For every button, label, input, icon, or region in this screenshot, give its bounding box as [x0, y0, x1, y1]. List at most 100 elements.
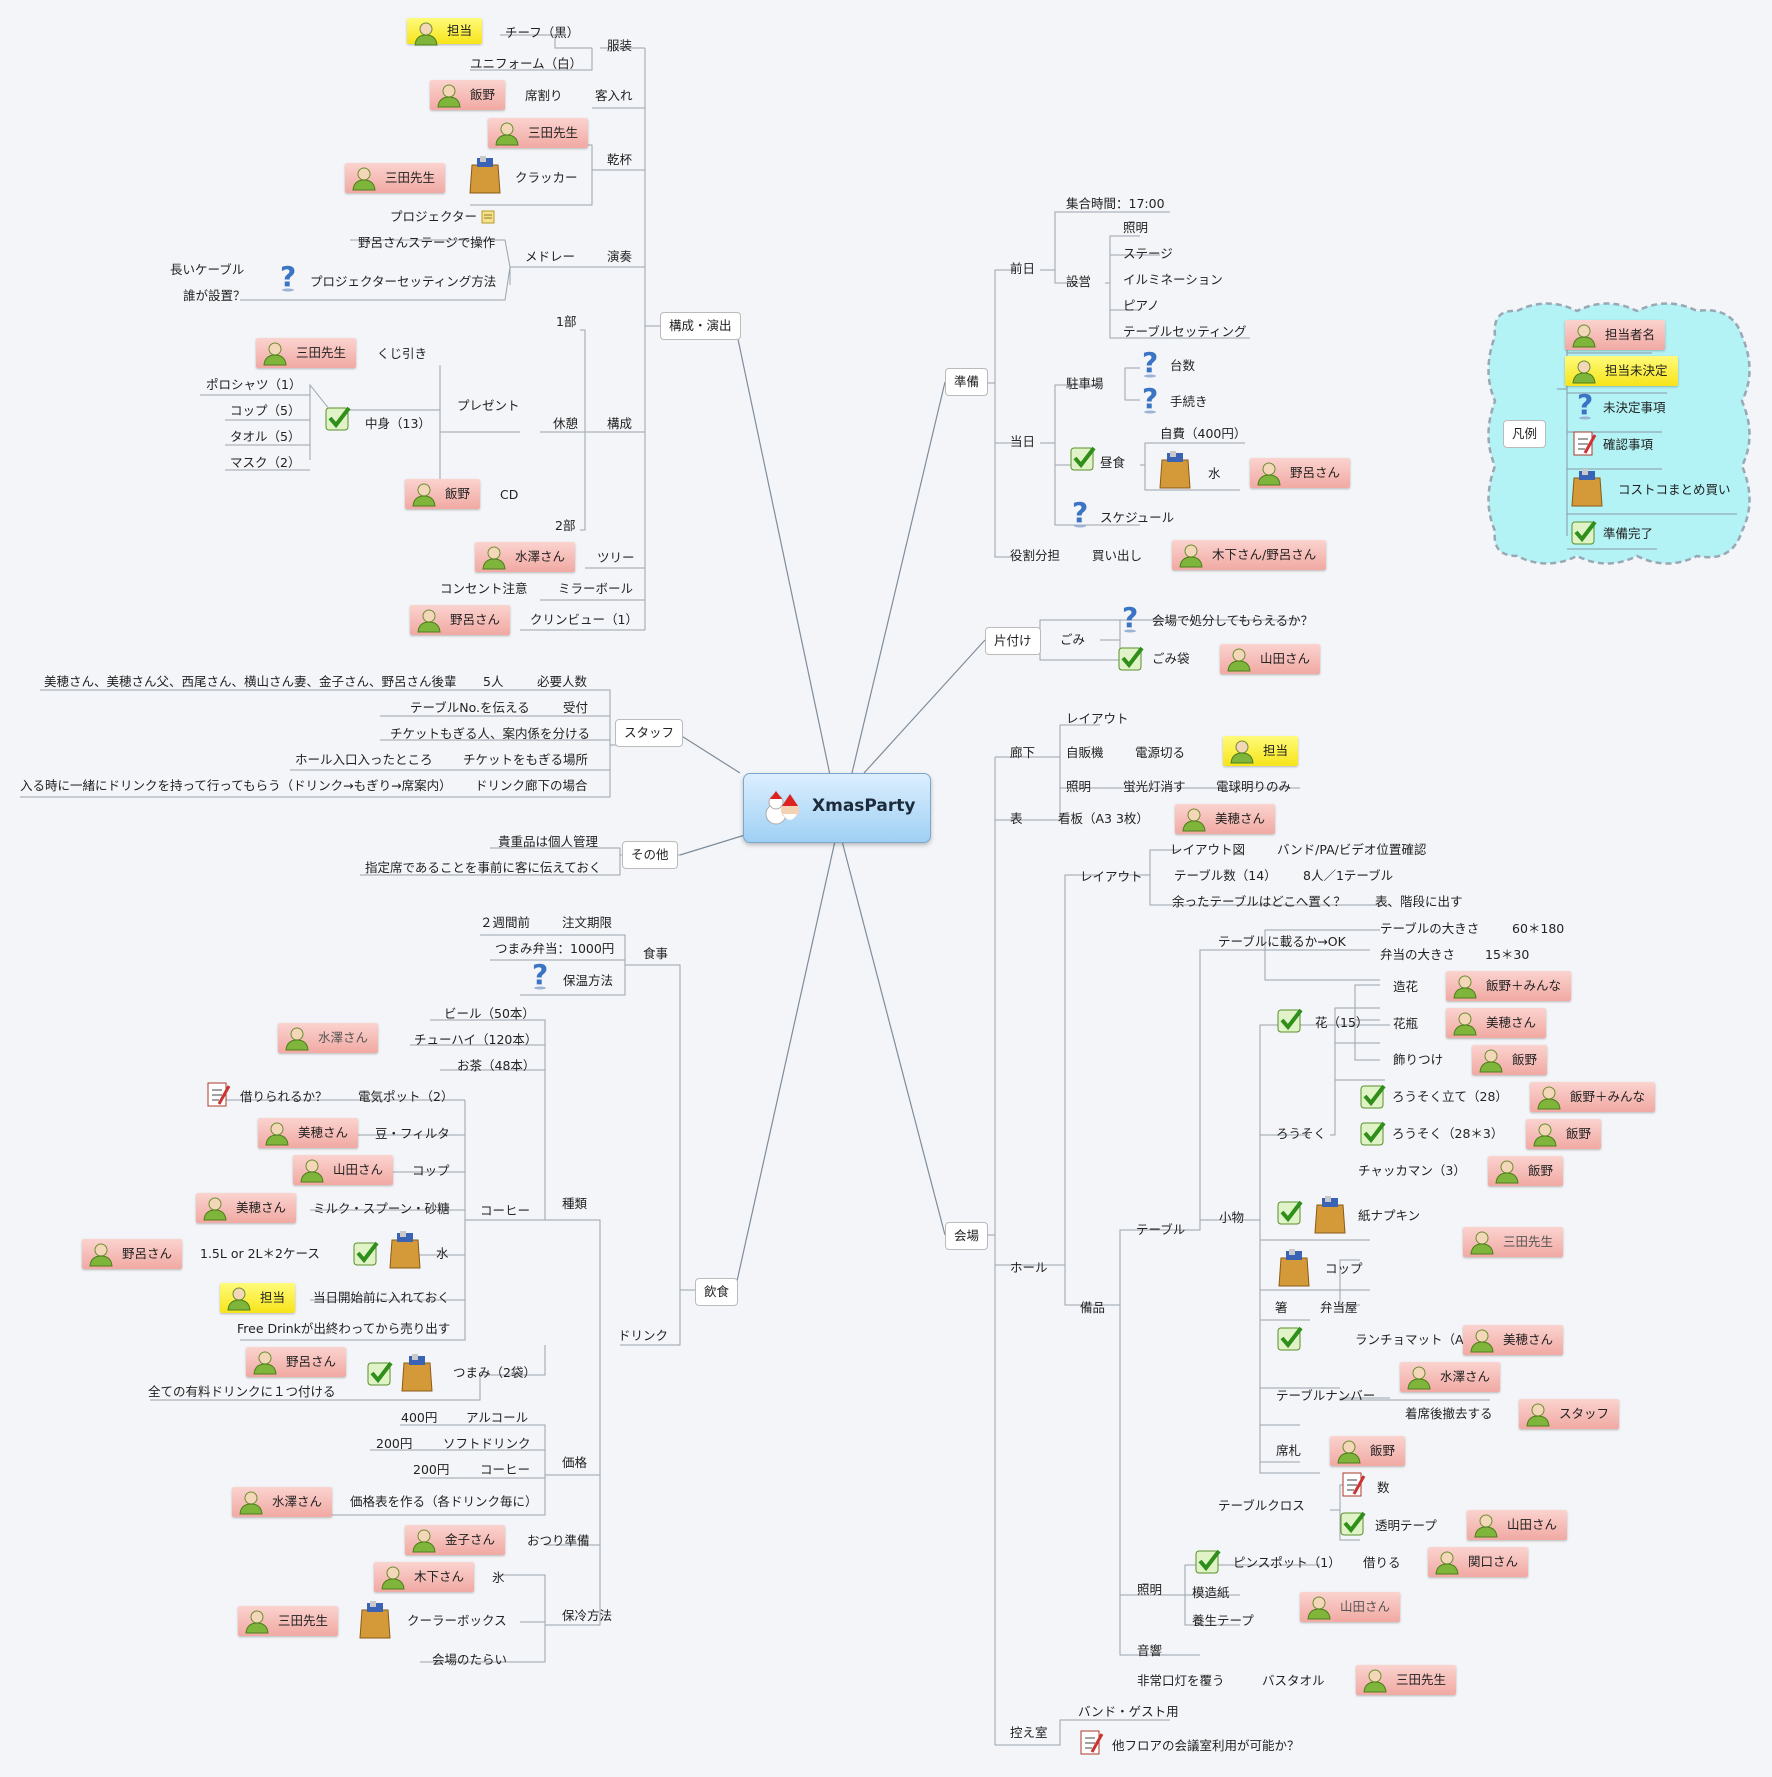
topic-napkins[interactable]: 紙ナプキン — [1358, 1208, 1421, 1223]
assignee-noro[interactable]: 野呂さん — [410, 605, 511, 635]
topic-part2[interactable]: 2部 — [555, 518, 576, 533]
topic-electric-pot[interactable]: 電気ポット（2） — [358, 1089, 454, 1104]
topic-clothing[interactable]: 服装 — [607, 38, 633, 53]
topic-hallway[interactable]: 廊下 — [1010, 745, 1036, 760]
assignee-mizusawa[interactable]: 水澤さん — [475, 542, 576, 572]
topic-performance[interactable]: 演奏 — [607, 249, 633, 264]
topic-reserved-seat-notice[interactable]: 指定席であることを事前に客に伝えておく — [365, 860, 602, 875]
topic-shopping[interactable]: 買い出し — [1092, 548, 1143, 563]
topic-parking-count[interactable]: 台数 — [1170, 358, 1196, 373]
topic-mask[interactable]: マスク（2） — [230, 455, 301, 470]
assignee-miho[interactable]: 美穂さん — [258, 1118, 359, 1148]
topic-cups-venue[interactable]: コップ — [1325, 1261, 1363, 1276]
assignee-miho[interactable]: 美穂さん — [1446, 1008, 1547, 1038]
topic-stage[interactable]: ステージ — [1123, 246, 1173, 261]
topic-warming[interactable]: 保温方法 — [563, 973, 614, 988]
assignee-iino[interactable]: 飯野 — [405, 479, 481, 509]
assignee-mita[interactable]: 三田先生 — [256, 338, 357, 368]
topic-cover-exit-light[interactable]: 非常口灯を覆う — [1137, 1673, 1225, 1688]
topic-hall[interactable]: ホール — [1010, 1260, 1048, 1275]
topic-part1[interactable]: 1部 — [556, 314, 577, 329]
topic-clearview[interactable]: クリンビュー（1） — [530, 612, 638, 627]
assignee-yamada[interactable]: 山田さん — [293, 1155, 394, 1185]
topic-bento-size[interactable]: 弁当の大きさ — [1380, 947, 1456, 962]
assignee-unassigned[interactable]: 担当 — [407, 18, 483, 46]
topic-reception[interactable]: 受付 — [563, 700, 589, 715]
topic-power-off[interactable]: 電源切る — [1135, 745, 1186, 760]
assignee-yamada[interactable]: 山田さん — [1467, 1510, 1568, 1540]
topic-attach-all[interactable]: 全ての有料ドリンクに１つ付ける — [148, 1384, 336, 1399]
topic-chuhai[interactable]: チューハイ（120本） — [414, 1032, 538, 1047]
topic-table-setting[interactable]: テーブルセッティング — [1123, 324, 1247, 339]
assignee-miho[interactable]: 美穂さん — [1463, 1325, 1564, 1355]
assignee-sekiguchi[interactable]: 関口さん — [1428, 1547, 1529, 1577]
topic-clear-tape[interactable]: 透明テープ — [1375, 1518, 1437, 1533]
assignee-mita[interactable]: 三田先生 — [488, 118, 589, 148]
topic-vending[interactable]: 自販機 — [1066, 745, 1104, 760]
topic-polo[interactable]: ポロシャツ（1） — [206, 377, 302, 392]
topic-tub[interactable]: 会場のたらい — [432, 1652, 508, 1667]
topic-trash[interactable]: ごみ — [1060, 632, 1086, 647]
topic-hall-layout[interactable]: レイアウト — [1066, 711, 1129, 726]
topic-procedure[interactable]: 手続き — [1170, 394, 1208, 409]
topic-lighting-hall[interactable]: 照明 — [1137, 1582, 1163, 1597]
topic-setup[interactable]: 設営 — [1066, 274, 1092, 289]
topic-day-before[interactable]: 前日 — [1010, 261, 1036, 276]
topic-remove-after-seating[interactable]: 着席後撤去する — [1405, 1406, 1493, 1421]
assignee-mizusawa[interactable]: 水澤さん — [1400, 1362, 1501, 1392]
assignee-iino-all[interactable]: 飯野＋みんな — [1530, 1082, 1656, 1112]
topic-the-day[interactable]: 当日 — [1010, 434, 1036, 449]
topic-sell-after-free[interactable]: Free Drinkが出終わってから売り出す — [237, 1321, 451, 1336]
assignee-iino[interactable]: 飯野 — [430, 80, 506, 110]
topic-valuables[interactable]: 貴重品は個人管理 — [498, 834, 599, 849]
topic-before-start[interactable]: 当日開始前に入れておく — [313, 1290, 450, 1305]
assignee-yamada[interactable]: 山田さん — [1300, 1592, 1401, 1622]
topic-candles-count[interactable]: ろうそく（28＊3） — [1392, 1126, 1504, 1141]
assignee-noro[interactable]: 野呂さん — [1250, 458, 1351, 488]
topic-hall-lighting[interactable]: 照明 — [1066, 779, 1092, 794]
topic-meet-time[interactable]: 集合時間：17:00 — [1066, 196, 1165, 211]
topic-tablecloth[interactable]: テーブルクロス — [1218, 1498, 1305, 1513]
assignee-mizusawa[interactable]: 水澤さん — [232, 1487, 333, 1517]
topic-water[interactable]: 水 — [436, 1246, 449, 1261]
topic-snack-bento[interactable]: つまみ弁当：1000円 — [495, 941, 615, 956]
branch-prep[interactable]: 準備 — [945, 368, 989, 396]
topic-split-roles[interactable]: チケットもぎる人、案内係を分ける — [390, 726, 591, 741]
topic-table-number[interactable]: テーブルナンバー — [1276, 1388, 1376, 1403]
topic-five-people[interactable]: 5人 — [483, 674, 504, 689]
topic-borrow[interactable]: 借りる — [1363, 1555, 1401, 1570]
topic-bento-size-value[interactable]: 15＊30 — [1485, 947, 1530, 962]
topic-two-weeks[interactable]: ２週間前 — [480, 915, 531, 930]
assignee-unassigned[interactable]: 担当 — [220, 1283, 296, 1313]
topic-put-outside[interactable]: 表、階段に出す — [1375, 894, 1463, 909]
topic-milk[interactable]: ミルク・スプーン・砂糖 — [313, 1201, 450, 1216]
topic-price[interactable]: 価格 — [562, 1455, 588, 1470]
topic-lunch-water[interactable]: 水 — [1208, 466, 1221, 481]
topic-lottery[interactable]: くじ引き — [377, 346, 428, 361]
topic-present[interactable]: プレゼント — [457, 398, 520, 413]
topic-signboard[interactable]: 看板（A3 3枚） — [1058, 811, 1149, 826]
topic-layout-map[interactable]: レイアウト図 — [1170, 842, 1246, 857]
topic-self-pay[interactable]: 自費（400円） — [1160, 426, 1247, 441]
topic-long-cable[interactable]: 長いケーブル — [170, 262, 245, 277]
topic-ticket-place[interactable]: チケットをもぎる場所 — [463, 752, 589, 767]
topic-coffee-price-label[interactable]: コーヒー — [480, 1462, 531, 1477]
assignee-mita[interactable]: 三田先生 — [1356, 1665, 1457, 1695]
topic-layout[interactable]: レイアウト — [1080, 869, 1143, 884]
assignee-miho[interactable]: 美穂さん — [196, 1193, 297, 1223]
topic-hall-entrance[interactable]: ホール入口入ったところ — [295, 752, 433, 767]
topic-small-items[interactable]: 小物 — [1219, 1210, 1245, 1225]
topic-paper[interactable]: 模造紙 — [1192, 1585, 1230, 1600]
topic-uniform[interactable]: ユニフォーム（白） — [470, 56, 583, 71]
assignee-mita[interactable]: 三田先生 — [1463, 1227, 1564, 1257]
topic-coffee-price[interactable]: 200円 — [413, 1462, 450, 1477]
topic-other-floor[interactable]: 他フロアの会議室利用が可能か？ — [1112, 1738, 1300, 1753]
topic-order-deadline[interactable]: 注文期限 — [562, 915, 613, 930]
topic-cup[interactable]: コップ — [412, 1163, 450, 1178]
topic-candles[interactable]: ろうそく — [1276, 1126, 1327, 1141]
topic-band-guest[interactable]: バンド・ゲスト用 — [1078, 1704, 1179, 1719]
assignee-miho[interactable]: 美穂さん — [1175, 804, 1276, 834]
assignee-iino-all[interactable]: 飯野＋みんな — [1446, 971, 1572, 1001]
topic-ice[interactable]: 氷 — [492, 1570, 505, 1585]
assignee-staff[interactable]: スタッフ — [1519, 1399, 1620, 1429]
